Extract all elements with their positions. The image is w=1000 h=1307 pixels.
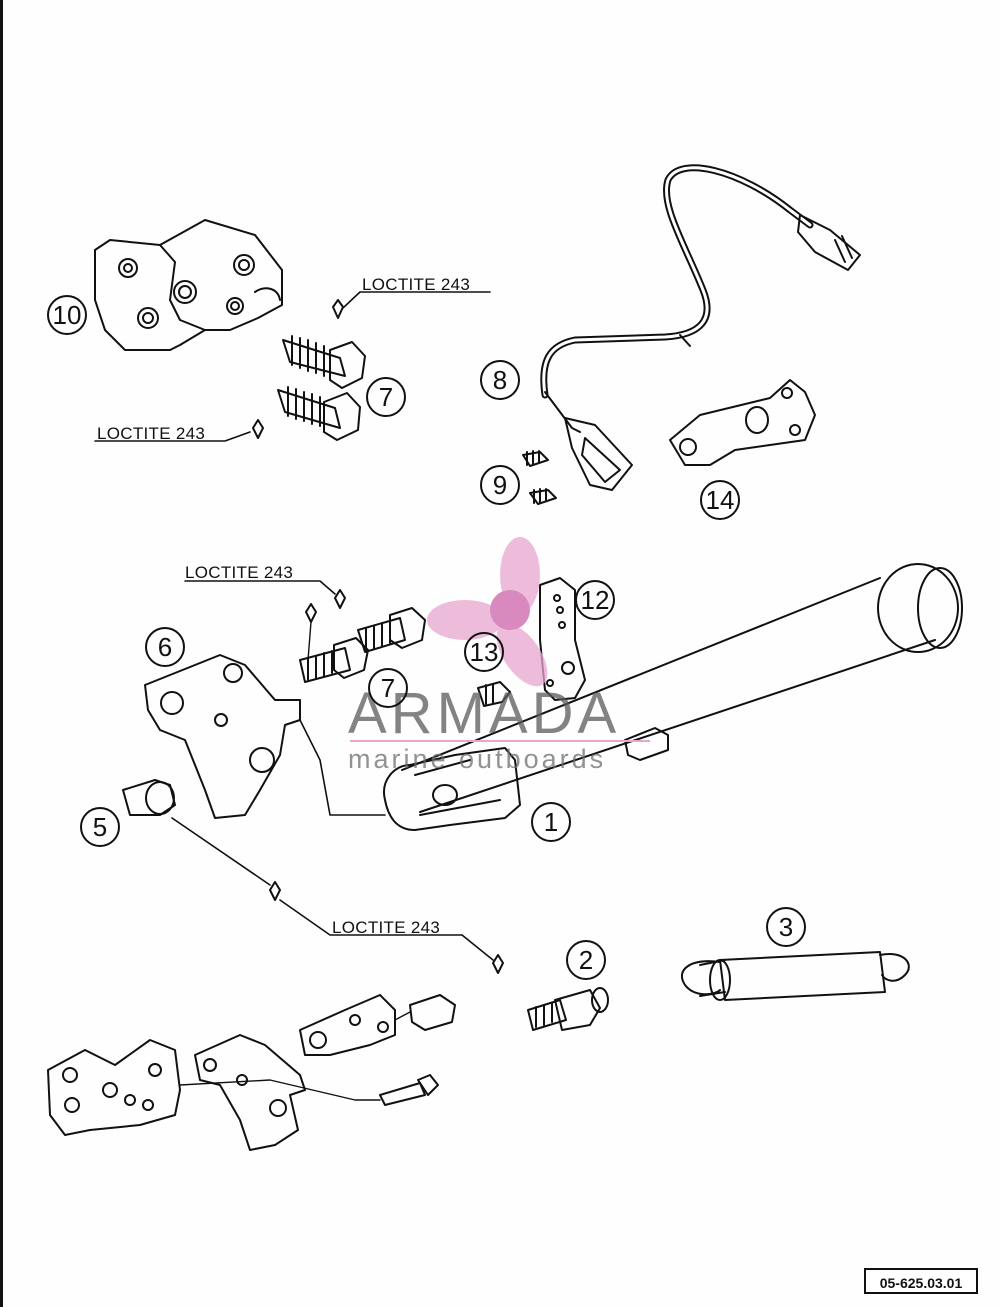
part-7-bolts-lower <box>184 580 426 683</box>
svg-text:13: 13 <box>470 637 499 667</box>
page-border-line <box>0 0 3 1307</box>
svg-text:6: 6 <box>158 632 172 662</box>
svg-text:7: 7 <box>381 673 395 703</box>
svg-text:2: 2 <box>579 945 593 975</box>
part-9-screws <box>522 450 557 505</box>
callout-5: 5 <box>80 807 120 847</box>
callout-2: 2 <box>566 940 606 980</box>
part-6-plate <box>144 654 386 819</box>
svg-text:14: 14 <box>706 485 735 515</box>
loctite-label-3: LOCTITE 243 <box>185 563 293 582</box>
part-3-spring <box>680 951 910 1001</box>
watermark-subtitle: marine outboards <box>348 744 606 774</box>
part-13-screw <box>477 681 511 707</box>
part-2-bolt <box>527 987 609 1031</box>
svg-text:5: 5 <box>93 812 107 842</box>
callout-6: 6 <box>145 627 185 667</box>
loctite-labels: LOCTITE 243 LOCTITE 243 LOCTITE 243 LOCT… <box>97 275 470 937</box>
svg-text:9: 9 <box>493 470 507 500</box>
callout-7-lower: 7 <box>368 668 408 708</box>
callout-7-upper: 7 <box>366 377 406 417</box>
callout-9: 9 <box>480 465 520 505</box>
loctite-label-4: LOCTITE 243 <box>332 918 440 937</box>
part-14-plate <box>669 379 816 466</box>
loctite-label-2: LOCTITE 243 <box>97 424 205 443</box>
svg-text:10: 10 <box>53 300 82 330</box>
part-5-pin <box>122 779 504 974</box>
watermark-title: ARMADA <box>348 681 620 746</box>
callout-1: 1 <box>531 802 571 842</box>
svg-text:3: 3 <box>779 912 793 942</box>
callout-markers: 10 7 8 9 14 12 <box>47 295 806 980</box>
part-8-sensor-cable <box>540 164 861 491</box>
part-1-side-stand <box>383 563 963 831</box>
diagram-reference-code: 05-625.03.01 <box>864 1268 978 1294</box>
callout-3: 3 <box>766 907 806 947</box>
callout-14: 14 <box>700 480 740 520</box>
armada-watermark: ARMADA marine outboards <box>348 537 650 774</box>
part-7-bolts-upper <box>94 291 491 442</box>
svg-text:8: 8 <box>493 365 507 395</box>
callout-10: 10 <box>47 295 87 335</box>
callout-8: 8 <box>480 360 520 400</box>
loctite-label-1: LOCTITE 243 <box>362 275 470 294</box>
svg-text:7: 7 <box>379 382 393 412</box>
callout-12: 12 <box>575 580 615 620</box>
callout-13: 13 <box>464 632 504 672</box>
part-10-bracket <box>94 219 283 351</box>
svg-text:12: 12 <box>581 585 610 615</box>
assembled-view <box>47 994 456 1151</box>
svg-text:1: 1 <box>544 807 558 837</box>
